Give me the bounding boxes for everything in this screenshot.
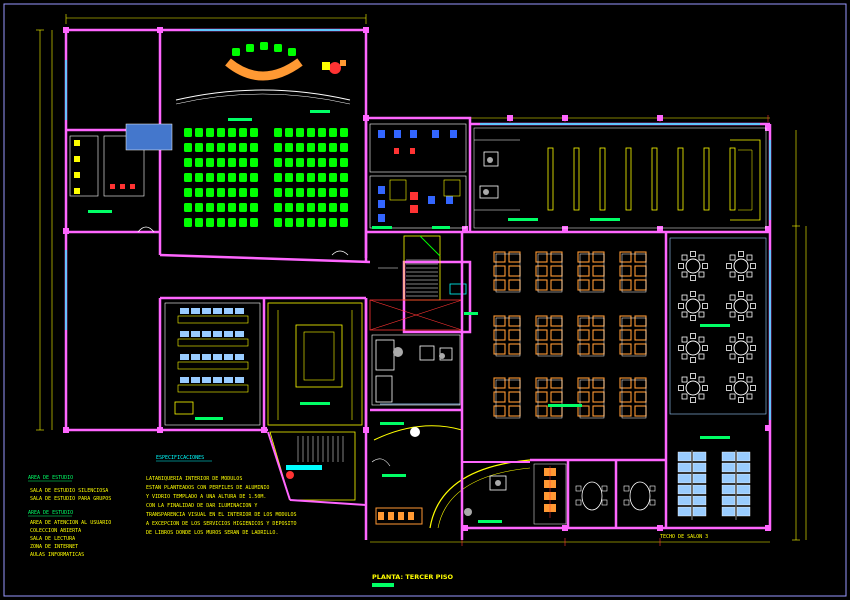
specs-line: CON LA FINALIDAD DE DAR ILUMINACION Y [146,503,257,509]
sheet-border [3,3,847,597]
left-restrooms [69,123,173,197]
center-restrooms [369,123,467,229]
internet-zone [677,450,751,520]
round-table-zone [669,237,767,415]
specs-line: DE LIBROS DONDE LOS MUROS SERAN DE LADRI… [146,530,278,536]
specs-line: ESTAN PLANTEADOS CON PERFILES DE ALUMINI… [146,485,269,491]
door-swing [137,226,155,233]
stage-chairs [232,42,296,56]
left-block-walls [64,28,371,432]
legend-item: SALA DE LECTURA [30,536,75,542]
curved-desk-room [429,459,531,529]
specifications-note: ESPECIFICACIONES LATABIQUERIA INTERIOR D… [146,455,297,536]
center-block-walls [364,116,472,540]
legend-item: AULAS INFORMATICAS [30,552,84,558]
title-underline [372,583,394,587]
small-meeting-rooms [533,463,656,525]
podium [322,60,346,74]
book-stacks-room [473,127,767,229]
door-swing-2 [331,250,349,256]
room-label-tags [88,110,730,523]
office [371,334,461,406]
specs-line: LATABIQUERIA INTERIOR DE MODULOS [146,476,242,482]
legend-item: SALA DE ESTUDIO PARA GRUPOS [30,496,111,502]
auditorium-stage-curve-inner [175,93,351,105]
computer-room [164,302,261,426]
legend-section1-title: AREA DE ESTUDIO [28,475,73,481]
specs-line: TRANSPARENCIA VISUAL EN EL INTERIOR DE L… [146,512,297,518]
right-block-windows [480,123,771,420]
specs-title: ESPECIFICACIONES [156,455,204,461]
legend-item: AREA DE ATENCION AL USUARIO [30,520,111,526]
group-study-room [267,302,363,426]
elevator [369,299,463,331]
bottom-stair [267,431,367,506]
legend-section2-title: AREA DE ESTUDIO [28,510,73,516]
round-tables [678,251,756,403]
left-block-windows [65,29,340,330]
specs-line: Y VIDRIO TEMPLADO A UNA ALTURA DE 1.50M. [146,494,266,500]
pc-tables [177,308,249,393]
legend-item: COLECCION ABIERTA [30,528,81,534]
legend-item: SALA DE ESTUDIO SILENCIOSA [30,488,108,494]
left-legend: AREA DE ESTUDIO SALA DE ESTUDIO SILENCIO… [28,475,111,558]
center-stair [378,235,467,301]
drawing-title: PLANTA: TERCER PISO [372,573,454,581]
auditorium-stage-curve [175,89,351,101]
reception-area [371,425,463,525]
reading-room-tables [493,251,647,419]
legend-item: ZONA DE INTERNET [30,544,78,550]
terrace-label: TECHO DE SALON 3 [660,534,708,540]
teacher-desk [174,401,194,415]
specs-line: A EXCEPCION DE LOS SERVICIOS HIGIENICOS … [146,521,297,527]
stage-table [225,58,303,81]
auditorium-seats [184,128,348,227]
